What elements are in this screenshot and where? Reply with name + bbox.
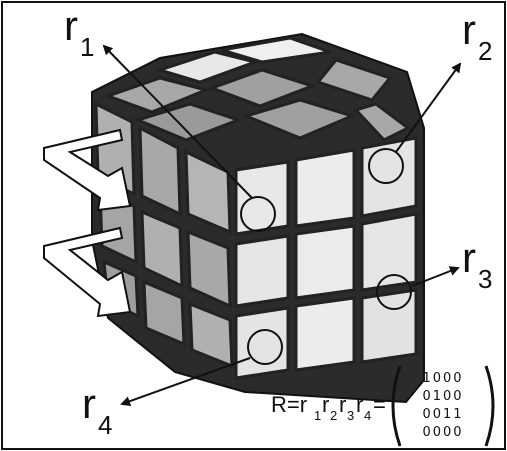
arrow-r4 bbox=[120, 357, 251, 406]
arrow-r1 bbox=[102, 44, 253, 199]
arrow-r3 bbox=[411, 266, 460, 287]
formula-r2: r bbox=[322, 392, 329, 417]
formula-sub-4: 4 bbox=[364, 408, 371, 423]
label-r1: r 1 bbox=[64, 2, 94, 62]
rotation-arrow-upper bbox=[43, 128, 132, 212]
rotation-arrow-lower bbox=[43, 226, 132, 318]
marker-circle-r1 bbox=[240, 196, 276, 232]
formula-r3: r bbox=[339, 392, 346, 417]
top-sticker bbox=[353, 102, 411, 142]
marker-circle-r2 bbox=[368, 148, 404, 184]
left-sticker bbox=[94, 101, 136, 197]
front-face bbox=[234, 136, 418, 380]
left-sticker bbox=[188, 301, 234, 369]
top-face bbox=[103, 36, 411, 142]
left-sticker bbox=[140, 209, 184, 289]
label-r2: r 2 bbox=[462, 6, 492, 66]
label-r4-sub: 4 bbox=[98, 410, 112, 440]
left-sticker bbox=[138, 125, 182, 217]
top-sticker bbox=[207, 68, 317, 108]
label-r3-main: r bbox=[462, 234, 476, 281]
top-sticker bbox=[315, 58, 393, 102]
front-sticker bbox=[360, 212, 418, 292]
formula-sub-1: 1 bbox=[314, 408, 321, 423]
markers bbox=[240, 148, 412, 365]
label-r1-sub: 1 bbox=[80, 32, 94, 62]
left-sticker bbox=[184, 149, 232, 235]
label-r3: r 3 bbox=[462, 234, 492, 294]
front-sticker bbox=[360, 136, 418, 218]
label-r2-main: r bbox=[462, 6, 476, 53]
formula-sub-2: 2 bbox=[330, 408, 337, 423]
label-r4: r 4 bbox=[82, 380, 112, 440]
left-sticker bbox=[142, 279, 186, 347]
top-sticker bbox=[133, 102, 243, 142]
front-sticker bbox=[360, 288, 418, 364]
front-sticker bbox=[294, 224, 356, 300]
top-sticker bbox=[103, 76, 211, 114]
cube bbox=[91, 32, 425, 404]
matrix-left-paren bbox=[391, 365, 402, 447]
left-sticker bbox=[186, 229, 232, 309]
rotation-arrows bbox=[43, 128, 132, 318]
marker-circle-r3 bbox=[376, 274, 412, 310]
formula-equals: = bbox=[373, 392, 386, 417]
matrix-row-3: 0011 bbox=[422, 407, 463, 422]
formula-sub-3: 3 bbox=[347, 408, 354, 423]
matrix-right-paren bbox=[484, 365, 495, 447]
front-sticker bbox=[234, 234, 290, 308]
pointer-arrows bbox=[102, 44, 462, 406]
marker-circle-r4 bbox=[247, 329, 283, 365]
label-r1-main: r bbox=[64, 2, 78, 49]
formula-r4: r bbox=[356, 392, 363, 417]
front-sticker bbox=[294, 148, 356, 228]
front-sticker bbox=[234, 306, 290, 380]
matrix-row-1: 1000 bbox=[422, 371, 463, 386]
label-r3-sub: 3 bbox=[478, 264, 492, 294]
matrix-row-4: 0000 bbox=[422, 425, 463, 440]
front-sticker bbox=[294, 296, 356, 372]
formula-lhs: R=r bbox=[271, 392, 307, 417]
top-sticker bbox=[241, 98, 357, 140]
top-sticker bbox=[221, 36, 331, 64]
formula: R=r 1 r 2 r 3 r 4 = 1000 0100 0011 0000 bbox=[271, 365, 495, 447]
matrix-row-2: 0100 bbox=[422, 389, 463, 404]
label-r2-sub: 2 bbox=[478, 36, 492, 66]
arrow-r2 bbox=[395, 62, 462, 153]
top-sticker bbox=[154, 50, 261, 84]
label-r4-main: r bbox=[82, 380, 96, 427]
